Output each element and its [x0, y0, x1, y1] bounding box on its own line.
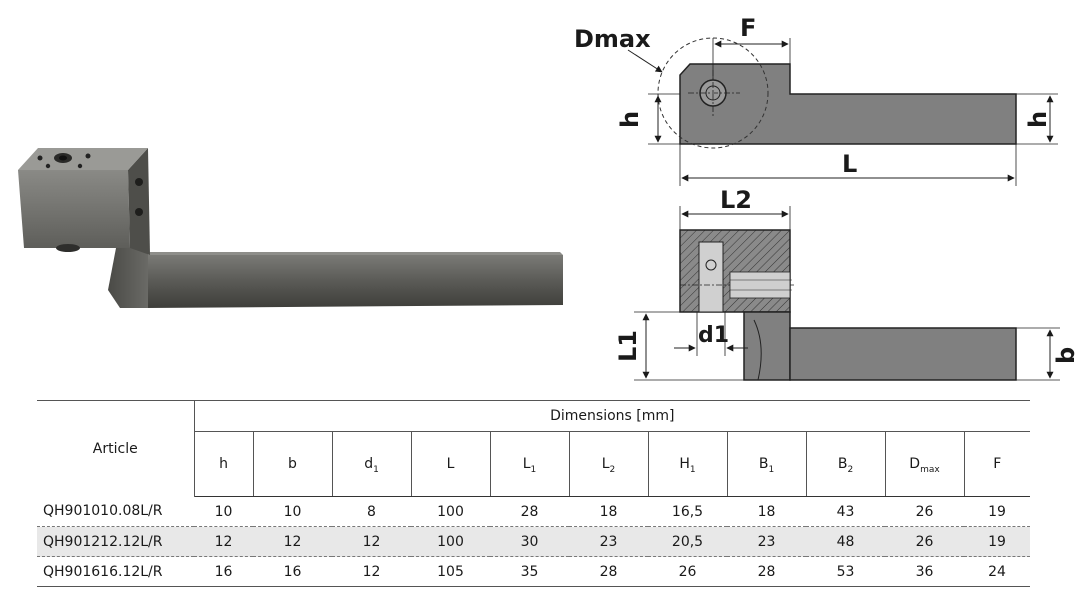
value-cell: 12: [332, 556, 411, 587]
label-b: b: [1052, 347, 1080, 364]
column-header-symbol: H: [679, 456, 690, 472]
value-cell: 20,5: [648, 526, 727, 557]
value-cell: 23: [569, 526, 648, 557]
column-header: H1: [647, 431, 727, 497]
dimensions-group-header: Dimensions [mm]: [194, 400, 1031, 432]
value-cell: 12: [194, 526, 253, 557]
value-cell: 23: [727, 526, 806, 557]
column-header: L: [410, 431, 490, 497]
column-header: L2: [568, 431, 648, 497]
article-header: Article: [37, 400, 195, 497]
value-cell: 16,5: [671, 503, 704, 520]
technical-drawing: Dmax F h h L L2 L1 d1 b: [574, 14, 1080, 381]
label-dmax: Dmax: [574, 25, 651, 53]
column-header-subscript: 2: [609, 465, 616, 475]
column-header-symbol: F: [993, 456, 1002, 472]
value-cell: 100: [437, 503, 464, 520]
article-cell: QH901010.08L/R: [43, 503, 163, 520]
section-view: [634, 206, 1060, 381]
column-header: B2: [805, 431, 885, 497]
value-cell: 26: [915, 503, 934, 520]
value-cell: 36: [885, 556, 964, 587]
column-header-subscript: 1: [768, 465, 775, 475]
value-cell: 26: [648, 556, 727, 587]
value-cell: 100: [411, 526, 490, 557]
label-l: L: [842, 150, 857, 178]
value-cell: 35: [490, 556, 569, 587]
column-header-subscript: 1: [373, 465, 379, 475]
value-cell: 28: [569, 556, 648, 587]
value-cell: 19: [988, 503, 1006, 520]
value-cell: 10: [283, 503, 302, 520]
column-header-symbol: B: [837, 456, 848, 472]
column-header-subscript: 1: [689, 465, 696, 475]
value-cell: 18: [757, 503, 776, 520]
value-cell: 12: [332, 526, 411, 557]
article-cell: QH901212.12L/R: [37, 526, 194, 557]
value-cell: 10: [214, 503, 233, 520]
label-f: F: [740, 14, 756, 42]
column-header-symbol: h: [219, 456, 228, 472]
column-header: L1: [489, 431, 569, 497]
column-header-symbol: L: [446, 456, 455, 472]
value-cell: 16: [194, 556, 253, 587]
column-header: b: [252, 431, 332, 497]
column-header-subscript: max: [920, 465, 940, 475]
label-h-right: h: [1024, 111, 1052, 128]
column-header-symbol: D: [909, 456, 921, 472]
value-cell: 12: [253, 526, 332, 557]
article-cell: QH901616.12L/R: [37, 556, 194, 587]
value-cell: 26: [885, 526, 964, 557]
column-header: Dmax: [884, 431, 964, 497]
column-header-subscript: 2: [847, 465, 854, 475]
column-header: d1: [331, 431, 411, 497]
value-cell: 24: [964, 556, 1031, 587]
column-header: h: [193, 431, 253, 497]
value-cell: 105: [411, 556, 490, 587]
product-photo: [18, 148, 563, 308]
column-header-subscript: 1: [530, 465, 537, 475]
label-h-left: h: [616, 111, 644, 128]
value-cell: 19: [964, 526, 1031, 557]
column-header: F: [963, 431, 1031, 497]
table-row: QH901010.08L/R 10 10 8 100 28 18 16,5 18 43 26 19: [37, 497, 1030, 527]
top-view: [627, 37, 1058, 186]
column-header-symbol: B: [758, 456, 769, 472]
value-cell: 16: [253, 556, 332, 587]
label-l1: L1: [614, 330, 642, 362]
column-header: B1: [726, 431, 806, 497]
value-cell: 28: [520, 503, 539, 520]
value-cell: 8: [367, 503, 376, 520]
value-cell: 28: [727, 556, 806, 587]
column-header-symbol: L: [522, 456, 531, 472]
column-header-symbol: b: [288, 456, 297, 472]
label-l2: L2: [720, 186, 752, 214]
value-cell: 53: [806, 556, 885, 587]
value-cell: 30: [490, 526, 569, 557]
label-d1: d1: [698, 323, 729, 348]
column-header-symbol: L: [601, 456, 610, 472]
value-cell: 43: [836, 503, 855, 520]
column-header-symbol: d: [364, 456, 374, 472]
value-cell: 18: [599, 503, 618, 520]
value-cell: 48: [806, 526, 885, 557]
